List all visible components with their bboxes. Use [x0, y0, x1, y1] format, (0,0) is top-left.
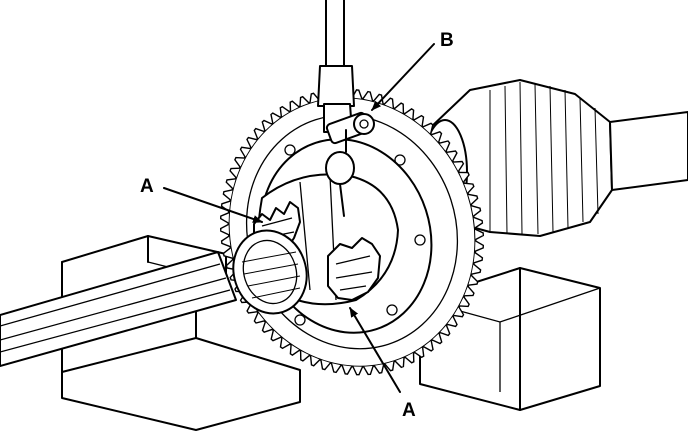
callout-A-lower-leader — [349, 307, 401, 393]
callout-label-A-upper: A — [140, 176, 154, 197]
pinion-gear-lower — [327, 237, 381, 301]
callout-label-B: B — [440, 30, 454, 51]
left-axle-shaft — [0, 251, 237, 367]
side-gear — [232, 229, 308, 315]
dial-indicator-cable — [325, 0, 345, 71]
callout-label-A-lower: A — [402, 400, 416, 421]
callout-A-upper-leader — [163, 187, 263, 223]
dial-indicator — [317, 65, 375, 217]
callout-B-leader — [371, 43, 435, 111]
